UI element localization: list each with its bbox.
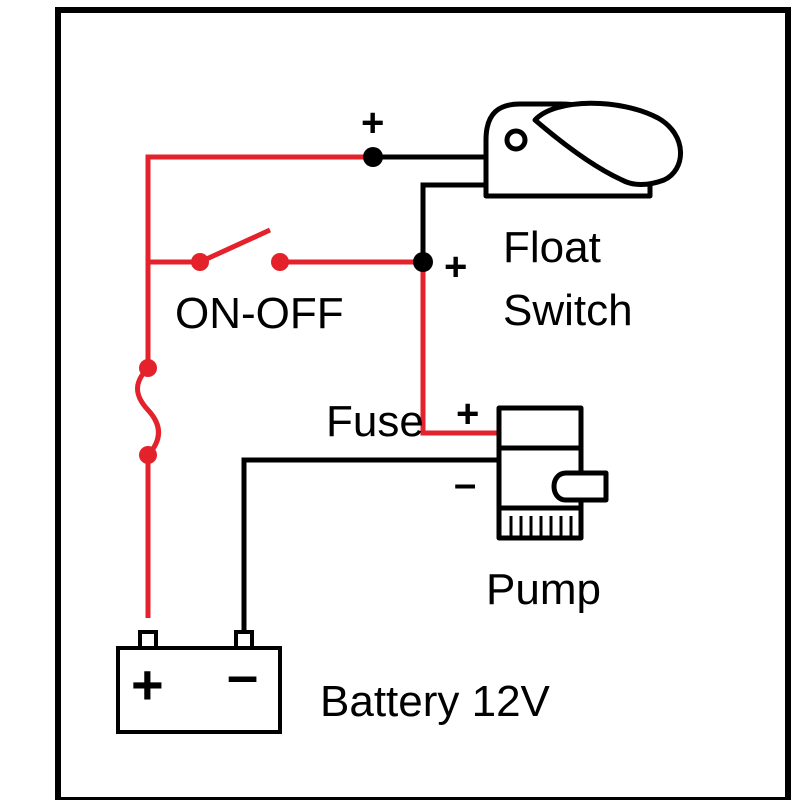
float-switch-float <box>532 100 683 187</box>
pump-outlet <box>551 470 609 503</box>
float-switch-return-lead <box>420 182 486 262</box>
fuse-contact-bottom <box>139 446 157 464</box>
battery-plus-sign: + <box>131 653 164 716</box>
junction-dots <box>363 147 433 272</box>
junction-plus-sign: + <box>444 245 467 289</box>
diagram-frame <box>55 7 791 800</box>
pump-strainer-slots <box>509 516 573 538</box>
pump-motor-cap <box>496 405 584 451</box>
pump-minus-sign: – <box>454 462 476 506</box>
on-off-lever <box>198 227 272 265</box>
on-off-contact-left <box>191 253 209 271</box>
fuse-element <box>135 366 161 457</box>
mid-junction-dot <box>413 252 433 272</box>
battery-positive-terminal <box>138 630 158 650</box>
battery-body <box>116 646 282 734</box>
on-off-contact-right <box>271 253 289 271</box>
pump-positive-wire <box>420 262 499 436</box>
switch-top-plus-sign: + <box>361 101 384 145</box>
fuse-label: Fuse <box>326 397 424 446</box>
top-junction-dot <box>363 147 383 167</box>
float-switch-icon <box>483 100 683 199</box>
fuse-contact-top <box>139 359 157 377</box>
on-off-label: ON-OFF <box>175 289 344 338</box>
switch-contacts <box>139 253 289 464</box>
positive-wiring <box>135 154 499 618</box>
pump-label: Pump <box>486 565 601 614</box>
negative-wiring <box>241 154 499 632</box>
float-switch-label-line2: Switch <box>503 286 633 335</box>
battery-icon <box>116 630 282 734</box>
battery-minus-sign: – <box>227 643 258 706</box>
pump-negative-wire <box>241 457 499 632</box>
pump-plus-sign: + <box>456 392 479 436</box>
float-switch-label-line1: Float <box>503 223 601 272</box>
battery-label: Battery 12V <box>320 677 551 726</box>
float-switch-pivot <box>504 128 528 152</box>
positive-riser-wire <box>145 154 373 368</box>
